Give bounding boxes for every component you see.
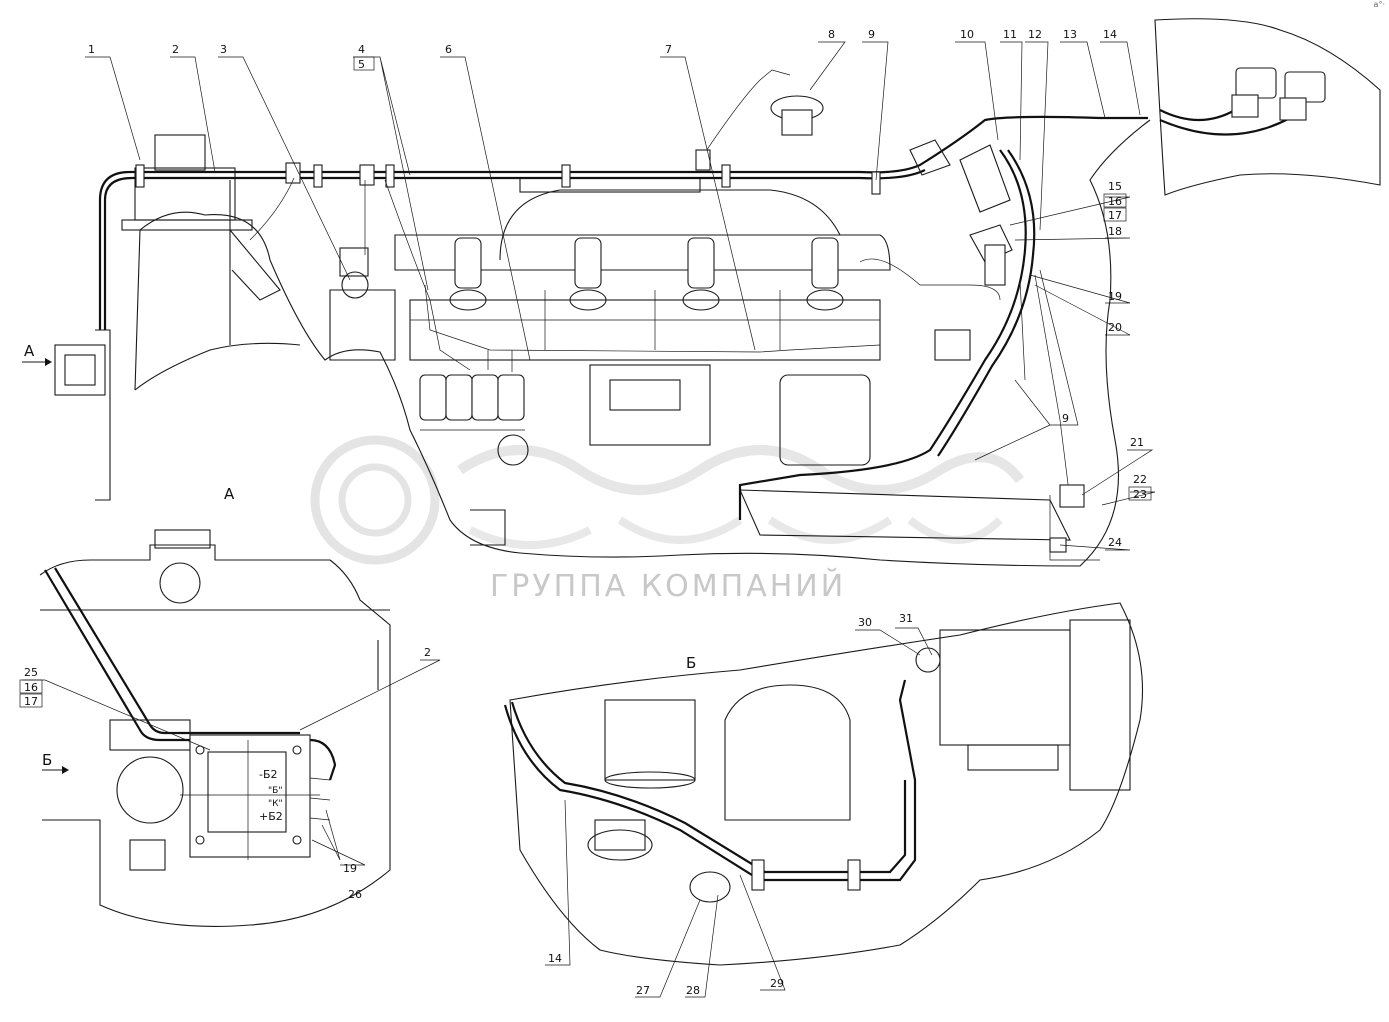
watermark-tagline: ГРУППА КОМПАНИЙ: [490, 568, 846, 604]
callout-21: 21: [1130, 436, 1144, 449]
callout-16-view-a: 16: [24, 681, 38, 694]
callout-8: 8: [828, 28, 835, 41]
callout-31: 31: [899, 612, 913, 625]
view-b: [503, 602, 1144, 966]
callout-25: 25: [24, 666, 38, 679]
view-a: [39, 529, 391, 927]
callout-11: 11: [1003, 28, 1017, 41]
callout-6: 6: [445, 43, 452, 56]
view-title-a: А: [224, 485, 235, 503]
callout-20: 20: [1108, 321, 1122, 334]
sensor-8: [699, 69, 824, 161]
callout-13: 13: [1063, 28, 1077, 41]
callout-29: 29: [770, 977, 784, 990]
callout-27: 27: [636, 984, 650, 997]
callout-26: 26: [348, 888, 362, 901]
relay-terminal-b2-top: -Б2: [259, 768, 278, 781]
callout-19-view-a: 19: [343, 862, 357, 875]
callout-5: 5: [358, 58, 365, 71]
engine-main-view: [22, 69, 1151, 567]
callout-22: 22: [1133, 473, 1147, 486]
watermark-logo: [310, 435, 1024, 565]
corner-mark: a°·: [1373, 0, 1385, 9]
callout-4: 4: [358, 43, 365, 56]
callout-1: 1: [88, 43, 95, 56]
relay-terminal-b2-bottom: +Б2: [259, 810, 283, 823]
callout-16: 16: [1108, 195, 1122, 208]
injector-row: [449, 237, 844, 311]
callout-7: 7: [665, 43, 672, 56]
callout-18: 18: [1108, 225, 1122, 238]
callout-19: 19: [1108, 290, 1122, 303]
connector-inset: [1154, 18, 1381, 196]
view-title-b: Б: [686, 654, 696, 672]
callout-17-view-a: 17: [24, 695, 38, 708]
callout-3: 3: [220, 43, 227, 56]
callout-30: 30: [858, 616, 872, 629]
callout-28: 28: [686, 984, 700, 997]
callout-9-top: 9: [868, 28, 875, 41]
callout-24: 24: [1108, 536, 1122, 549]
callout-2: 2: [172, 43, 179, 56]
callout-14: 14: [1103, 28, 1117, 41]
relay-terminal-s: "Б": [268, 786, 282, 796]
callout-23: 23: [1133, 488, 1147, 501]
callout-12: 12: [1028, 28, 1042, 41]
fuel-filter-cluster: [419, 374, 525, 431]
callout-17: 17: [1108, 209, 1122, 222]
callout-9-right: 9: [1062, 412, 1069, 425]
relay-terminal-k: "К": [268, 799, 283, 809]
callout-10: 10: [960, 28, 974, 41]
callout-2-view-a: 2: [424, 646, 431, 659]
view-arrow-b-label: Б: [42, 751, 52, 769]
callout-15: 15: [1108, 180, 1122, 193]
harness-clips: [135, 149, 881, 195]
view-arrow-a-label: А: [24, 342, 35, 360]
callout-14-view-b: 14: [548, 952, 562, 965]
